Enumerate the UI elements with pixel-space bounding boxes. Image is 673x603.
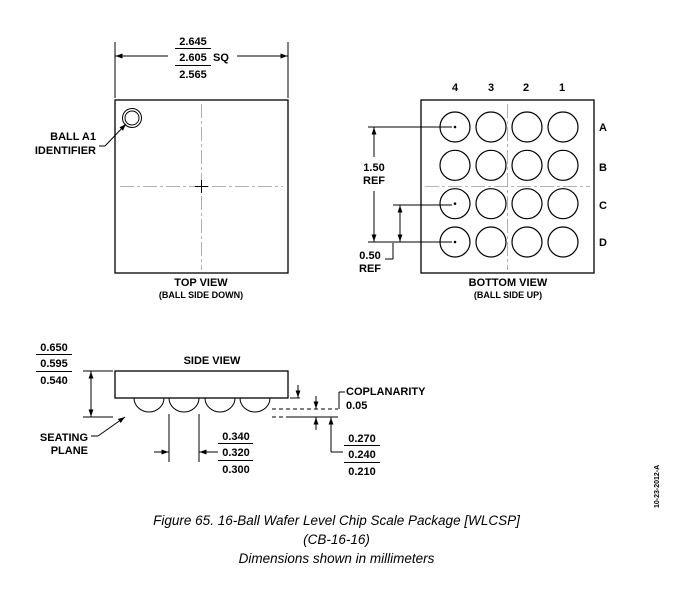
ball-A3 — [475, 111, 507, 143]
bottom-view: 4 3 2 1 A B C D 1.50 REF 0.50 REF BOTTOM… — [359, 82, 607, 300]
coplanarity-label: COPLANARITY — [346, 386, 426, 398]
standoff-nom: 0.240 — [348, 449, 376, 461]
top-width-min: 2.565 — [179, 69, 207, 81]
figure-caption-line1: Figure 65. 16-Ball Wafer Level Chip Scal… — [153, 513, 520, 528]
ball-B1 — [547, 149, 579, 181]
ball-D1 — [547, 226, 579, 258]
bottom-view-package-body — [420, 99, 595, 274]
side-view-ball-2 — [168, 397, 200, 413]
ball-D2 — [511, 226, 543, 258]
ball-center-mark-A4 — [453, 125, 457, 129]
ball-center-mark-C4 — [453, 202, 457, 205]
side-view-ball-4 — [239, 397, 271, 413]
row-label-C: C — [599, 200, 607, 212]
height-nom: 0.595 — [40, 358, 68, 370]
ball-a1-leader — [104, 123, 127, 147]
row-label-B: B — [599, 162, 607, 174]
offset-value: 0.50 — [359, 250, 380, 262]
standoff-max: 0.270 — [348, 433, 376, 445]
top-width-nom: 2.605 — [179, 52, 207, 64]
ball-center-mark-D4 — [453, 240, 457, 244]
ball-B4 — [439, 149, 471, 181]
column-label-2: 2 — [523, 82, 529, 94]
seating-plane-label-line1: SEATING — [40, 432, 88, 444]
top-width-unit: SQ — [213, 52, 229, 64]
ball-dia-min: 0.300 — [222, 464, 250, 476]
pitch-value: 1.50 — [363, 162, 384, 174]
ball-a1-identifier-mark-inner — [124, 110, 140, 126]
height-min: 0.540 — [40, 375, 68, 387]
ball-C1 — [547, 188, 579, 220]
ball-grid — [439, 111, 579, 258]
standoff-min: 0.210 — [348, 466, 376, 478]
offset-ref: REF — [359, 263, 381, 275]
top-view-package-body — [114, 99, 289, 274]
ball-A2 — [511, 111, 543, 143]
ball-A1 — [547, 111, 579, 143]
side-view-ball-3 — [204, 397, 236, 413]
side-view: SIDE VIEW 0.650 0.595 0.540 SEATING PLAN… — [36, 342, 426, 478]
ball-a1-identifier-mark — [122, 108, 142, 128]
row-label-A: A — [599, 122, 607, 134]
top-view: 2.645 2.605 SQ 2.565 BALL A1 IDENTIFIER … — [35, 36, 289, 300]
seating-plane-label-line2: PLANE — [51, 445, 88, 457]
bottom-view-title: BOTTOM VIEW — [469, 277, 548, 289]
coplanarity-value: 0.05 — [346, 400, 367, 412]
column-label-1: 1 — [559, 82, 565, 94]
column-label-3: 3 — [488, 82, 494, 94]
bottom-view-subtitle: (BALL SIDE UP) — [474, 290, 542, 300]
ball-D3 — [475, 226, 507, 258]
ball-B3 — [475, 149, 507, 181]
pitch-ref: REF — [363, 175, 385, 187]
ball-B2 — [511, 149, 543, 181]
height-max: 0.650 — [40, 342, 68, 354]
figure-caption-line2: (CB-16-16) — [303, 532, 370, 547]
seating-plane-leader — [97, 416, 126, 437]
date-code: 10-23-2012-A — [654, 465, 661, 508]
ball-C3 — [475, 188, 507, 220]
ball-dia-nom: 0.320 — [222, 447, 250, 459]
side-view-title: SIDE VIEW — [184, 355, 241, 367]
side-view-package-body — [114, 370, 289, 399]
top-width-max: 2.645 — [179, 36, 207, 48]
top-view-subtitle: (BALL SIDE DOWN) — [159, 290, 243, 300]
ball-a1-label-line2: IDENTIFIER — [35, 145, 96, 157]
row-label-D: D — [599, 237, 607, 249]
figure-caption-line3: Dimensions shown in millimeters — [238, 551, 435, 566]
ball-dia-max: 0.340 — [222, 431, 250, 443]
top-view-title: TOP VIEW — [174, 277, 228, 289]
ball-C2 — [511, 188, 543, 220]
side-view-ball-1 — [133, 397, 165, 413]
column-label-4: 4 — [452, 82, 459, 94]
ball-a1-label-line1: BALL A1 — [50, 131, 96, 143]
